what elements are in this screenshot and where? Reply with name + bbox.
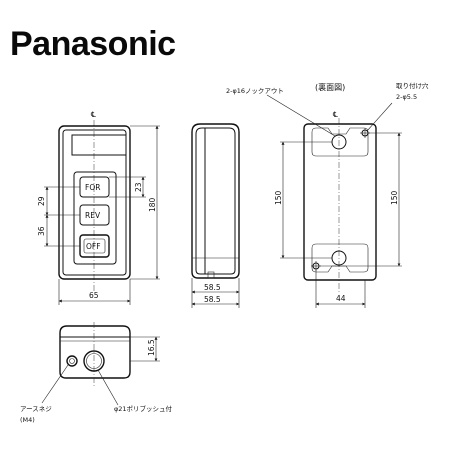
rear-view: (裏面図) ℄ 2-φ16ノックアウト 取り付け穴 2-φ5.5 150 150 <box>226 81 429 308</box>
poly-bushing <box>83 350 105 372</box>
rear-view-heading: (裏面図) <box>315 82 345 92</box>
switch-body-rear <box>303 123 377 281</box>
off-button-label: OFF <box>86 242 101 251</box>
dim-58-5-b: 58.5 <box>204 295 221 304</box>
earth-screw-label: アースネジ <box>20 405 52 413</box>
switch-body-front <box>58 125 131 280</box>
name-plate-window <box>71 134 127 156</box>
dim-150-left: 150 <box>274 190 283 205</box>
mount-hole-label-line2: 2-φ5.5 <box>396 93 417 101</box>
dim-36: 36 <box>37 226 46 236</box>
bottom-view: 16.5 アースネジ (M4) φ21ポリブッシュ付 <box>20 322 173 424</box>
bushing-label: φ21ポリブッシュ付 <box>114 404 173 413</box>
dim-16-5: 16.5 <box>147 339 156 356</box>
dim-29: 29 <box>37 196 46 206</box>
dim-65: 65 <box>89 291 99 300</box>
knockout-label: 2-φ16ノックアウト <box>226 87 284 95</box>
dim-23: 23 <box>134 182 143 192</box>
rear-centerline-mark: ℄ <box>333 110 338 119</box>
front-centerline-mark: ℄ <box>91 110 96 119</box>
earth-screw <box>66 355 78 367</box>
dim-58-5-a: 58.5 <box>204 283 221 292</box>
panasonic-logo: Panasonic <box>10 25 176 63</box>
front-view: ℄ FOR REV OFF 29 36 23 1 <box>37 110 160 305</box>
earth-screw-size: (M4) <box>20 416 35 424</box>
mount-hole-label-line1: 取り付け穴 <box>396 81 429 90</box>
dim-180: 180 <box>148 197 157 212</box>
dim-150-right: 150 <box>390 190 399 205</box>
rev-button-label: REV <box>85 211 101 220</box>
side-view: 58.5 58.5 <box>191 123 240 308</box>
dim-44: 44 <box>336 294 346 303</box>
for-button-label: FOR <box>85 183 100 192</box>
